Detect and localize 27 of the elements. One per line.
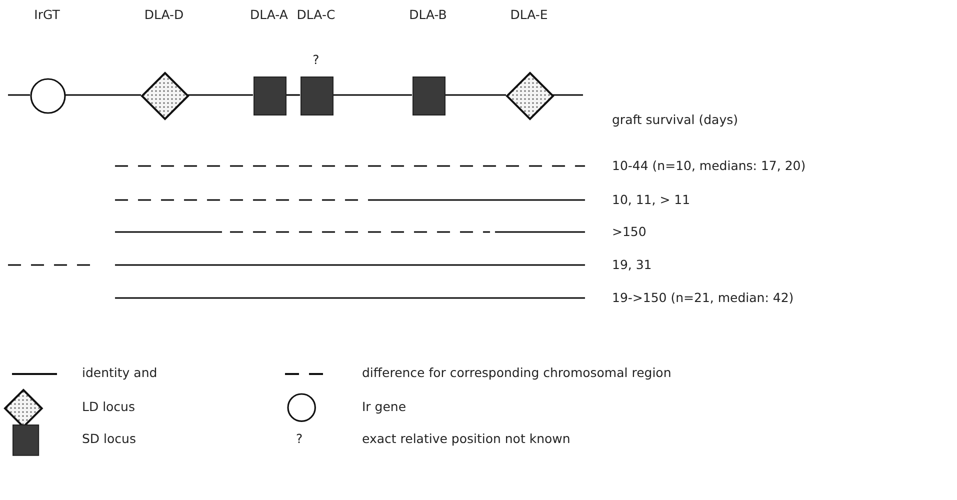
chromosome-line	[64, 94, 141, 96]
legend-text: identity and	[82, 365, 158, 380]
survival-value: 10-44 (n=10, medians: 17, 20)	[612, 158, 806, 173]
legend-text: exact relative position not known	[362, 431, 570, 446]
chromosome-line	[332, 94, 412, 96]
chromosome-line	[285, 94, 300, 96]
survival-value: >150	[612, 224, 646, 239]
chromosome-line	[444, 94, 506, 96]
survival-value: 10, 11, > 11	[612, 192, 690, 207]
legend-text: Ir gene	[362, 399, 406, 414]
survival-value: 19->150 (n=21, median: 42)	[612, 290, 794, 305]
survival-value: 19, 31	[612, 257, 652, 272]
legend-text: difference for corresponding chromosomal region	[362, 365, 672, 380]
chromosome-line	[552, 94, 583, 96]
locus-name: DLA-E	[509, 7, 549, 22]
locus-name: DLA-A	[249, 7, 289, 22]
chromosome-line	[187, 94, 253, 96]
question-mark: ?	[312, 52, 320, 67]
legend-text: LD locus	[82, 399, 135, 414]
locus-name: IrGT	[33, 7, 61, 22]
column-heading: graft survival (days)	[612, 112, 738, 127]
locus-name: DLA-C	[296, 7, 336, 22]
chromosome-line	[8, 94, 30, 96]
legend-text: SD locus	[82, 431, 136, 446]
locus-name: DLA-B	[408, 7, 448, 22]
legend-symbol: ?	[296, 431, 303, 446]
locus-name: DLA-D	[143, 7, 185, 22]
